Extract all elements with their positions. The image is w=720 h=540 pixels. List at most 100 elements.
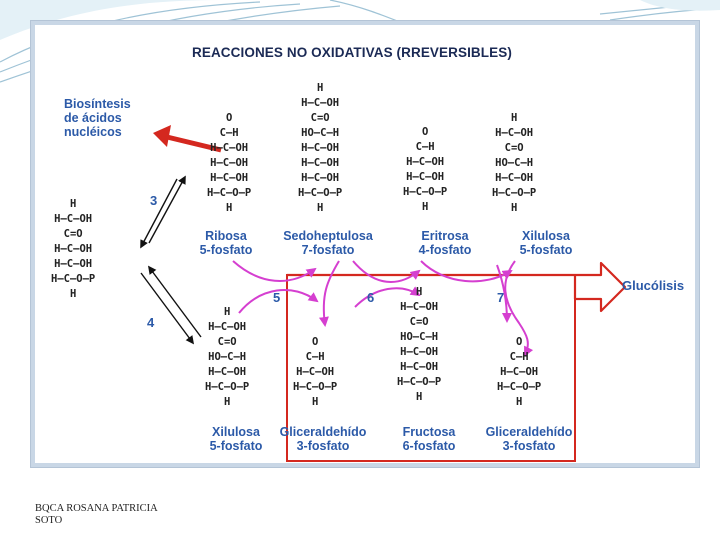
reaction-3-arrow-down bbox=[140, 178, 178, 249]
molecule-line: H–C–OH bbox=[210, 157, 249, 169]
molecule-line: H bbox=[223, 396, 231, 408]
reaction-number-3: 3 bbox=[150, 193, 158, 208]
reaction-5-arrow-b bbox=[238, 288, 319, 314]
molecule-line: H–C–OH bbox=[54, 243, 93, 255]
molecule-line: H bbox=[316, 202, 324, 214]
reaction-3-arrow-up bbox=[148, 175, 186, 244]
molecule-line: H–C–OH bbox=[495, 172, 534, 184]
molecule-line: H–C–OH bbox=[54, 213, 93, 225]
molecule-line: C=O bbox=[409, 316, 429, 328]
molecule-line: H–C–OH bbox=[400, 301, 439, 313]
molecule-line: H bbox=[415, 286, 423, 298]
molecule-line: C=O bbox=[217, 336, 237, 348]
molecule-line: H–C–OH bbox=[301, 172, 340, 184]
glycolysis-label: Glucólisis bbox=[622, 278, 685, 293]
reaction-number-6: 6 bbox=[367, 290, 375, 305]
arrows-layer bbox=[140, 125, 627, 462]
molecule-line: H bbox=[311, 396, 319, 408]
reaction-5-arrow-a bbox=[232, 260, 317, 282]
molecule-line: H–C–OH bbox=[301, 97, 340, 109]
molecule-gliceraldehido-2: O C–H H–C–OH H–C–O–P H bbox=[497, 335, 541, 410]
molecule-line: H–C–O–P bbox=[492, 187, 537, 199]
reaction-4-arrow-up bbox=[147, 265, 202, 338]
molecule-line: H bbox=[69, 198, 77, 210]
reaction-4-arrow-down bbox=[140, 272, 195, 345]
molecule-line: H–C–OH bbox=[210, 172, 249, 184]
reaction-5-arrow-c bbox=[318, 260, 340, 327]
molecule-line: H–C–O–P bbox=[205, 381, 250, 393]
diagram-frame: REACCIONES NO OXIDATIVAS (RREVERSIBLES) … bbox=[30, 20, 700, 468]
molecule-line: H–C–O–P bbox=[403, 186, 448, 198]
molecule-line: HO–C–H bbox=[208, 351, 247, 363]
molecule-line: H bbox=[515, 396, 523, 408]
biosynthesis-label: Biosíntesis de ácidos nucléicos bbox=[64, 97, 131, 139]
molecule-line: HO–C–H bbox=[301, 127, 340, 139]
glycolysis-arrow bbox=[285, 261, 627, 313]
molecule-line: C=O bbox=[63, 228, 83, 240]
molecule-line: H–C–O–P bbox=[397, 376, 442, 388]
reaction-number-4: 4 bbox=[147, 315, 155, 330]
molecule-line: H bbox=[510, 112, 518, 124]
molecule-ribosa: O C–H H–C–OH H–C–OH H–C–OH H–C–O–P H bbox=[207, 111, 251, 216]
reaction-7-arrow-b bbox=[420, 260, 513, 283]
molecule-ribulosa: H H–C–OH C=O H–C–OH H–C–OH H–C–O–P H bbox=[51, 197, 95, 302]
molecule-line: O bbox=[225, 112, 233, 124]
diagram-panel: REACCIONES NO OXIDATIVAS (RREVERSIBLES) … bbox=[35, 25, 695, 463]
reaction-6-arrow-a bbox=[354, 286, 421, 308]
biosynthesis-arrow bbox=[166, 134, 222, 153]
molecule-line: H bbox=[223, 306, 231, 318]
molecule-line: HO–C–H bbox=[400, 331, 439, 343]
molecule-xilulosa-bottom: H H–C–OH C=O HO–C–H H–C–OH H–C–O–P H bbox=[205, 305, 249, 410]
molecule-line: H–C–O–P bbox=[51, 273, 96, 285]
molecule-line: H bbox=[225, 202, 233, 214]
molecule-line: H–C–OH bbox=[208, 366, 247, 378]
molecule-line: H bbox=[415, 391, 423, 403]
molecule-eritrosa: O C–H H–C–OH H–C–OH H–C–O–P H bbox=[403, 125, 447, 215]
reaction-6-arrow-b bbox=[352, 260, 421, 283]
molecule-line: H–C–OH bbox=[500, 366, 539, 378]
molecule-line: C=O bbox=[310, 112, 330, 124]
molecule-line: C–H bbox=[509, 351, 529, 363]
molecule-line: H–C–OH bbox=[54, 258, 93, 270]
molecule-line: O bbox=[515, 336, 523, 348]
molecule-xilulosa-top: H H–C–OH C=O HO–C–H H–C–OH H–C–O–P H bbox=[492, 111, 536, 216]
molecule-line: HO–C–H bbox=[495, 157, 534, 169]
reaction-7-arrow-c bbox=[496, 264, 512, 323]
molecule-sedoheptulosa: H H–C–OH C=O HO–C–H H–C–OH H–C–OH H–C–OH H–C–O–… bbox=[298, 81, 342, 216]
molecule-line: H–C–OH bbox=[406, 171, 445, 183]
molecule-line: H–C–OH bbox=[301, 157, 340, 169]
molecule-line: H–C–OH bbox=[495, 127, 534, 139]
molecule-line: H–C–OH bbox=[296, 366, 335, 378]
molecule-line: C=O bbox=[504, 142, 524, 154]
reaction-number-5: 5 bbox=[273, 290, 281, 305]
molecule-line: O bbox=[421, 126, 429, 138]
molecule-line: H bbox=[421, 201, 429, 213]
molecule-line: O bbox=[311, 336, 319, 348]
molecule-line: C–H bbox=[415, 141, 435, 153]
molecule-line: H–C–O–P bbox=[497, 381, 542, 393]
molecule-line: H–C–O–P bbox=[293, 381, 338, 393]
molecule-line: H bbox=[316, 82, 324, 94]
molecule-line: H–C–O–P bbox=[298, 187, 343, 199]
molecule-line: H–C–OH bbox=[400, 346, 439, 358]
molecule-line: H bbox=[69, 288, 77, 300]
diagram-title: REACCIONES NO OXIDATIVAS (RREVERSIBLES) bbox=[192, 45, 512, 60]
molecule-line: H–C–O–P bbox=[207, 187, 252, 199]
molecule-line: H bbox=[510, 202, 518, 214]
footer-author: BQCA ROSANA PATRICIA SOTO bbox=[35, 503, 158, 526]
molecule-line: H–C–OH bbox=[301, 142, 340, 154]
molecule-line: H–C–OH bbox=[406, 156, 445, 168]
molecule-line: H–C–OH bbox=[208, 321, 247, 333]
molecule-line: C–H bbox=[219, 127, 239, 139]
molecule-line: H–C–OH bbox=[210, 142, 249, 154]
